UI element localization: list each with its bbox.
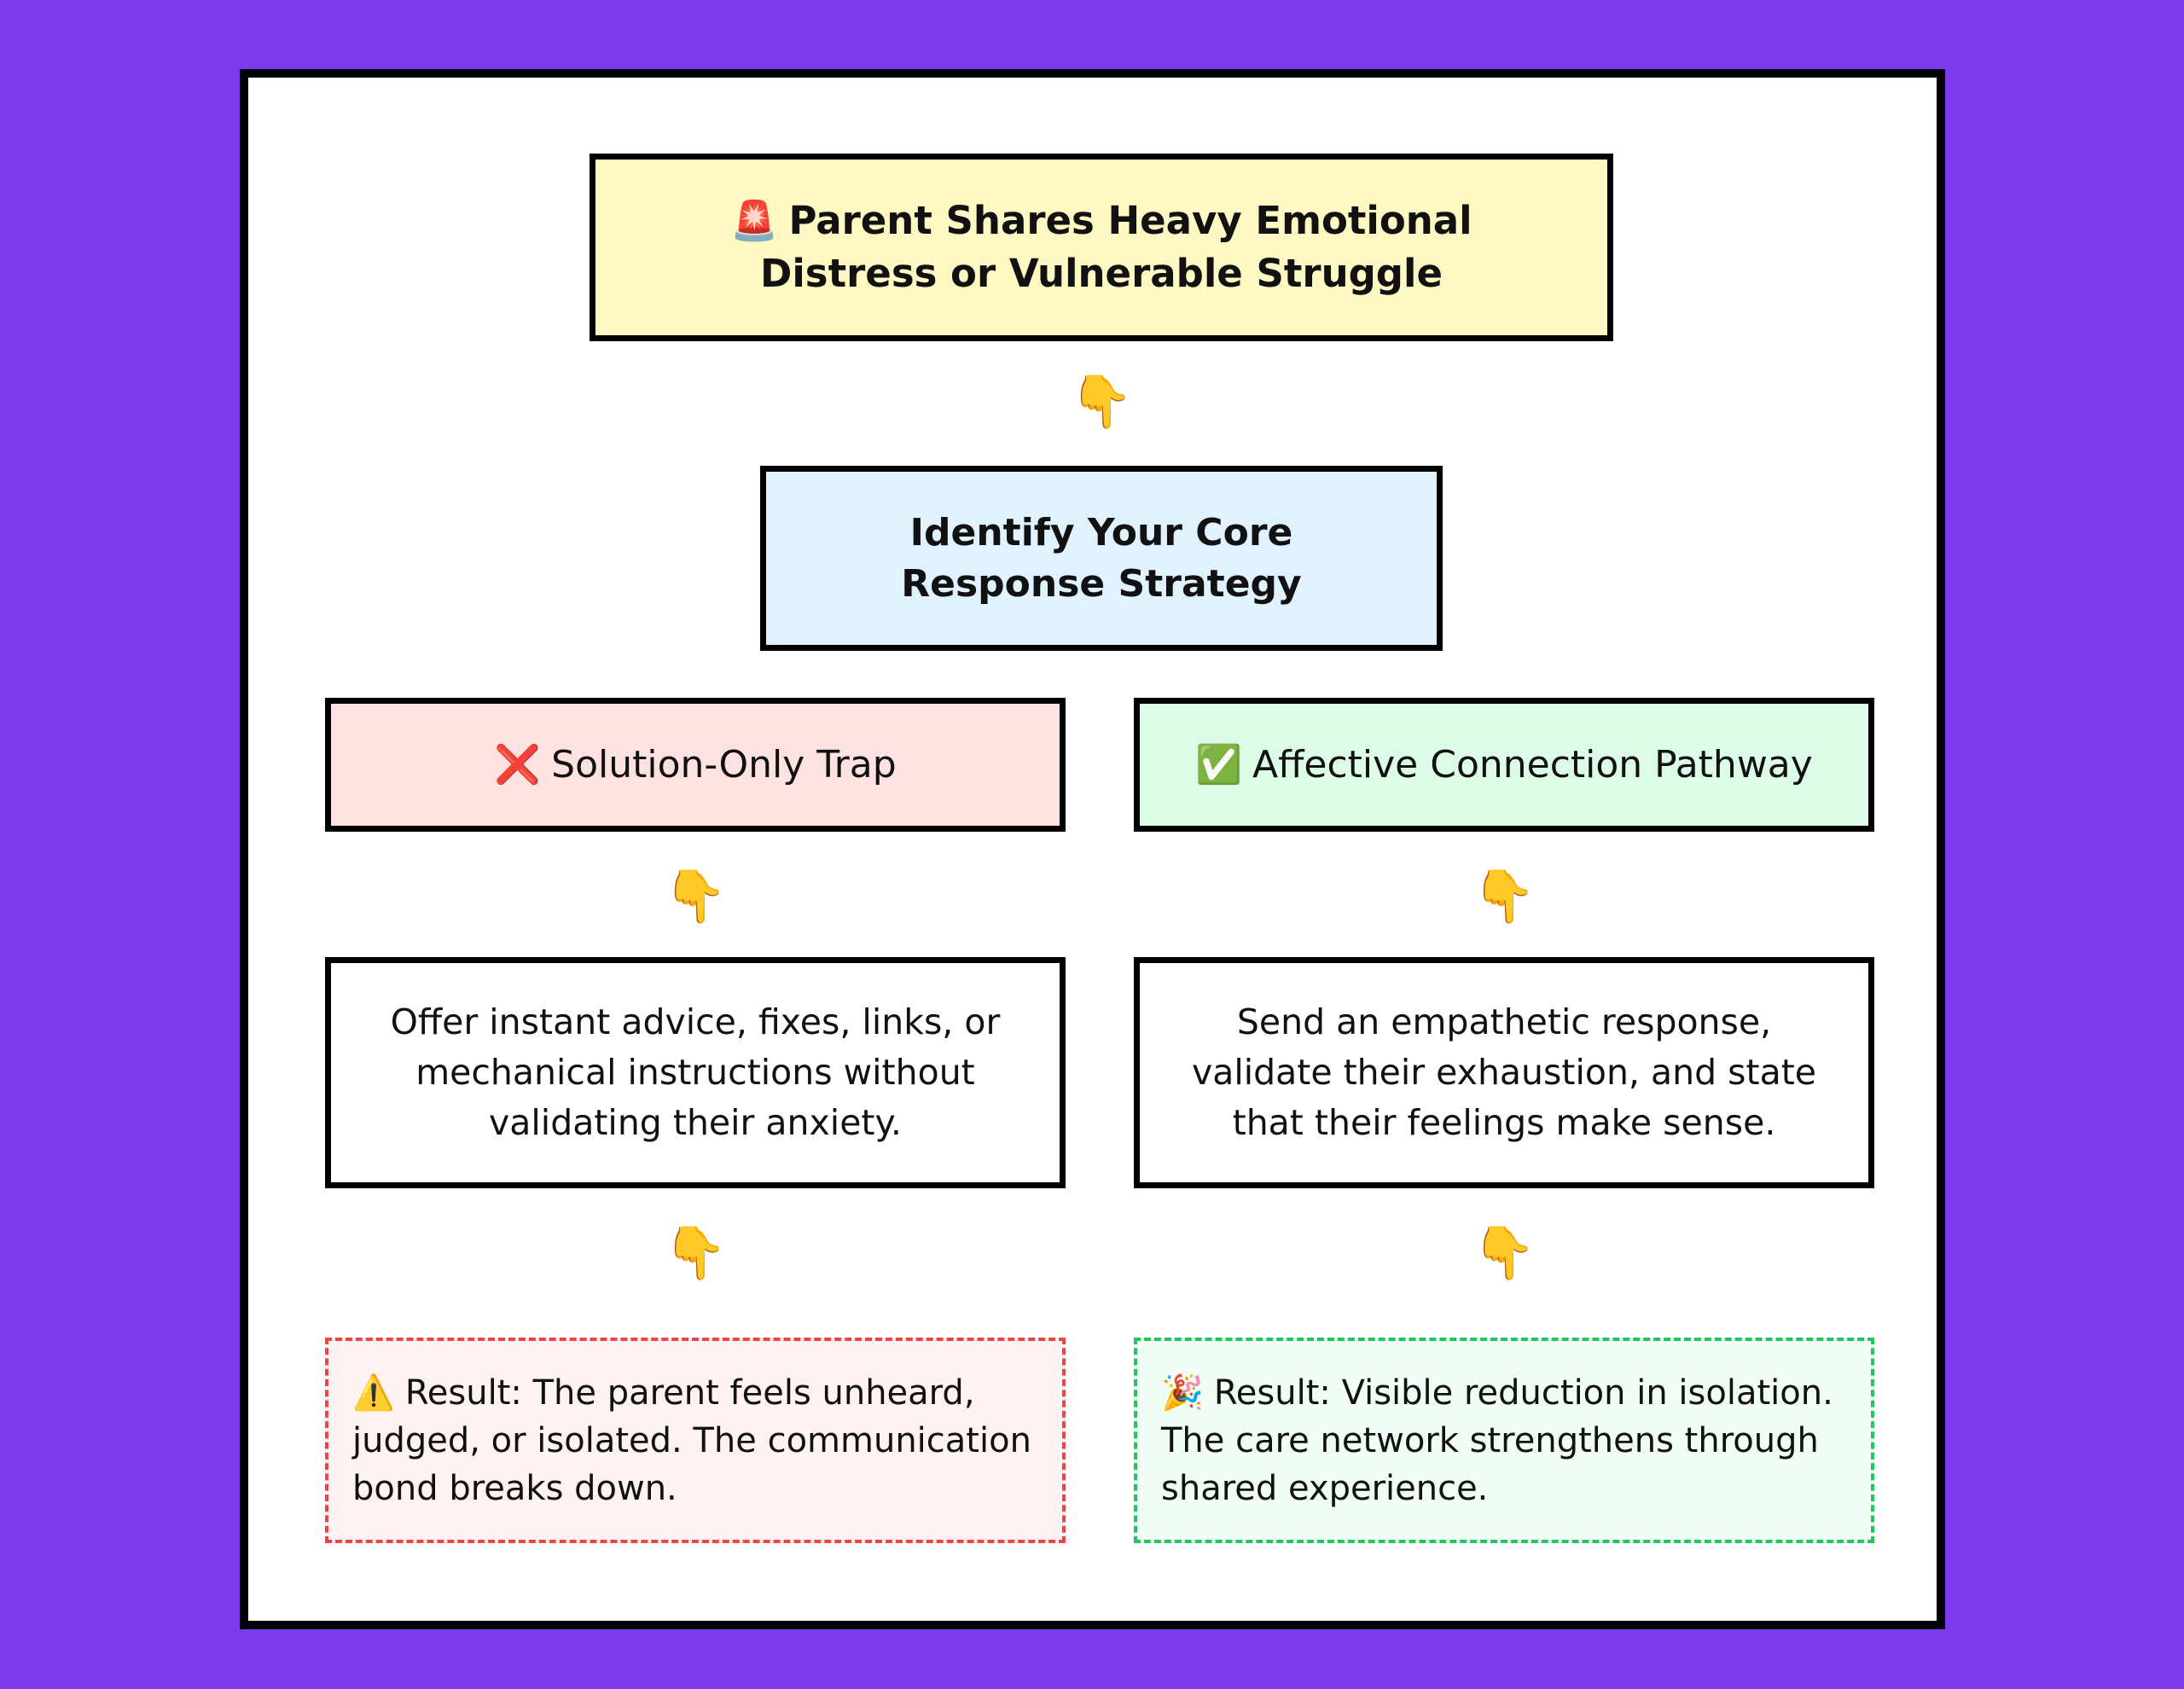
result-solution-trap-text: Result: The parent feels unheard, judged… — [352, 1373, 1031, 1508]
pointing-down-icon: 👇 — [1069, 372, 1134, 432]
pointing-down-icon: 👇 — [1472, 1223, 1536, 1283]
node-solution-action: Offer instant advice, fixes, links, or m… — [325, 957, 1066, 1188]
node-core-strategy: Identify Your Core Response Strategy — [760, 466, 1443, 651]
diagram-card: 🚨Parent Shares Heavy Emotional Distress … — [240, 69, 1945, 1629]
cross-mark-icon: ❌ — [494, 742, 542, 786]
warning-icon: ⚠️ — [352, 1373, 395, 1413]
rotating-light-icon: 🚨 — [730, 198, 779, 243]
node-affective-action: Send an empathetic response, validate th… — [1134, 957, 1874, 1188]
result-affective-connection-text: Result: Visible reduction in isolation. … — [1161, 1373, 1833, 1508]
party-popper-icon: 🎉 — [1161, 1373, 1204, 1413]
node-affective-connection-text: Affective Connection Pathway — [1252, 742, 1813, 786]
node-affective-connection: ✅Affective Connection Pathway — [1134, 698, 1874, 832]
node-parent-distress: 🚨Parent Shares Heavy Emotional Distress … — [590, 154, 1613, 341]
node-solution-action-text: Offer instant advice, fixes, links, or m… — [390, 1001, 1001, 1143]
pointing-down-icon: 👇 — [1472, 867, 1536, 926]
node-core-strategy-text: Identify Your Core Response Strategy — [901, 510, 1302, 606]
pointing-down-icon: 👇 — [663, 1223, 728, 1283]
result-solution-trap: ⚠️Result: The parent feels unheard, judg… — [325, 1338, 1066, 1543]
check-mark-icon: ✅ — [1195, 742, 1242, 786]
node-affective-action-text: Send an empathetic response, validate th… — [1191, 1001, 1817, 1143]
pointing-down-icon: 👇 — [663, 867, 728, 926]
result-affective-connection: 🎉Result: Visible reduction in isolation.… — [1134, 1338, 1874, 1543]
node-parent-distress-text: Parent Shares Heavy Emotional Distress o… — [760, 198, 1472, 296]
node-solution-only-trap-text: Solution-Only Trap — [551, 742, 897, 786]
node-solution-only-trap: ❌Solution-Only Trap — [325, 698, 1066, 832]
